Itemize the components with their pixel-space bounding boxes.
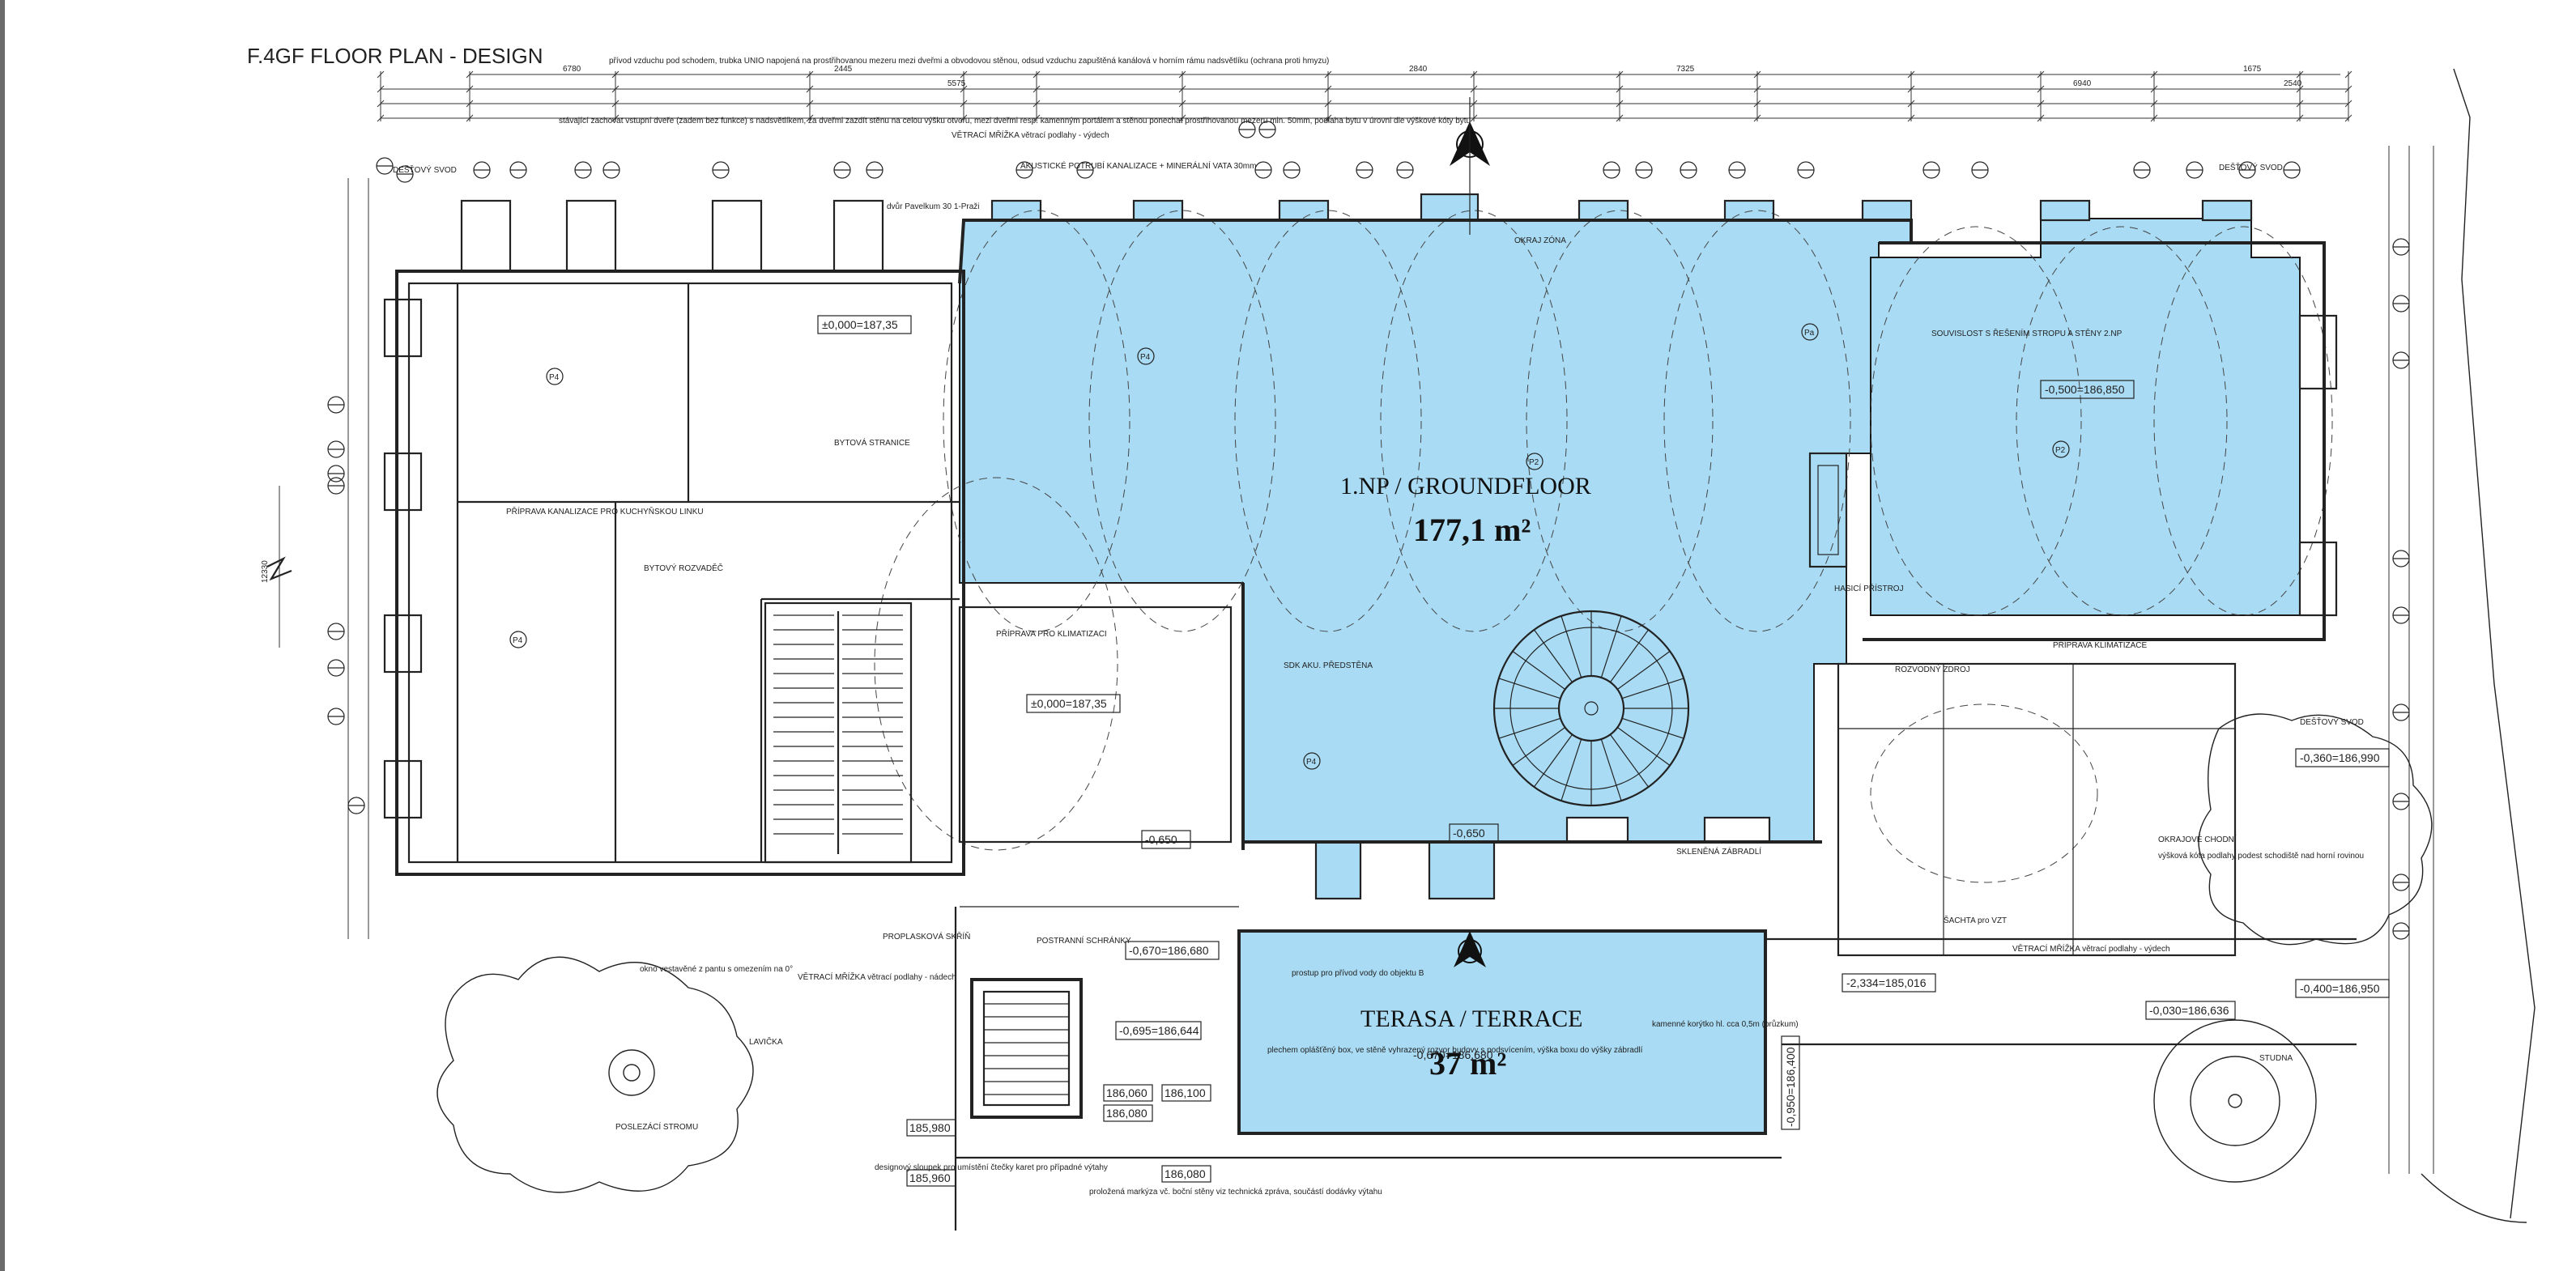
note: ROZVODNÝ ZDROJ bbox=[1895, 664, 1970, 674]
note: PŘÍPRAVA KANALIZACE PRO KUCHYŇSKOU LINKU bbox=[506, 506, 704, 516]
dim-label: 5575 bbox=[947, 79, 966, 88]
note: okno vestavěné z pantu s omezením na 0° bbox=[640, 965, 793, 974]
terrace-fill bbox=[1238, 930, 1766, 1134]
note: výšková kóta podlahy podest schodiště na… bbox=[2158, 852, 2364, 861]
note: OKRAJ ZÓNA bbox=[1514, 235, 1566, 245]
level-label: 186,080 bbox=[1106, 1107, 1147, 1120]
level-label: -0,400=186,950 bbox=[2300, 982, 2380, 995]
note: PŘÍPRAVA PRO KLIMATIZACI bbox=[996, 628, 1107, 639]
note: DEŠŤOVÝ SVOD bbox=[2219, 162, 2283, 172]
note: VĚTRACÍ MŘÍŽKA větrací podlahy - výdech bbox=[952, 130, 1109, 140]
dim-label: 6940 bbox=[2073, 79, 2092, 88]
top-dimension-lines: 6780 2445 5575 2840 7325 6940 1675 2540 bbox=[377, 65, 2352, 122]
note: DEŠŤOVÝ SVOD bbox=[393, 164, 457, 175]
dim-label: 2540 bbox=[2284, 79, 2302, 88]
zone-marker: P2 bbox=[2055, 446, 2066, 455]
spiral-staircase bbox=[1492, 610, 1690, 807]
level-label: ±0,000=187,35 bbox=[1031, 697, 1107, 710]
east-wing-fill bbox=[1870, 200, 2301, 616]
note: VĚTRACÍ MŘÍŽKA větrací podlahy - výdech bbox=[2012, 943, 2170, 954]
level-label: -0,650 bbox=[1453, 827, 1485, 840]
dim-label: 2840 bbox=[1409, 65, 1428, 74]
note: VĚTRACÍ MŘÍŽKA větrací podlahy - nádech bbox=[798, 971, 956, 982]
level-label: 186,080 bbox=[1165, 1167, 1206, 1180]
right-dimension-lines bbox=[2388, 146, 2434, 1174]
level-label: -0,670=186,680 bbox=[1129, 944, 1209, 957]
note: SOUVISLOST S ŘEŠENÍM STROPU A STĚNY 2.NP bbox=[1931, 328, 2123, 338]
groundfloor-name: 1.NP / GROUNDFLOOR bbox=[1340, 473, 1591, 499]
groundfloor-area: 177,1 m² bbox=[1413, 512, 1531, 548]
level-label: ±0,000=187,35 bbox=[822, 318, 898, 331]
note: BYTOVÁ STRANICE bbox=[834, 437, 910, 448]
dim-label: 7325 bbox=[1676, 65, 1695, 74]
level-label: 185,960 bbox=[909, 1171, 951, 1184]
note: AKUSTICKÉ POTRUBÍ KANALIZACE + MINERÁLNÍ… bbox=[1020, 160, 1256, 171]
level-boxes: ±0,000=187,35 ±0,000=187,35 -0,500=186,8… bbox=[817, 315, 2390, 1187]
level-label: -0,650 bbox=[1145, 833, 1177, 846]
zone-markers: P4 P4 P2 P2 P4 P4 Pa bbox=[509, 323, 2070, 770]
dim-label: 6780 bbox=[563, 65, 581, 74]
note: STUDNA bbox=[2259, 1054, 2293, 1063]
note: přívod vzduchu pod schodem, trubka UNIO … bbox=[609, 57, 1329, 66]
grid-bubbles bbox=[327, 121, 2410, 940]
level-label: 186,100 bbox=[1165, 1086, 1206, 1099]
break-symbol bbox=[266, 556, 292, 581]
room-labels: 1.NP / GROUNDFLOOR 177,1 m² TERASA / TER… bbox=[1340, 473, 1591, 1082]
note: POSTRANNÍ SCHRÁNKY bbox=[1037, 935, 1131, 946]
note: OKRAJOVÉ CHODNÍ bbox=[2158, 834, 2237, 844]
dim-label: 1675 bbox=[2243, 65, 2262, 74]
terrace-name: TERASA / TERRACE bbox=[1360, 1005, 1582, 1032]
note: PROPLASKOVÁ SKŘÍŇ bbox=[883, 931, 970, 942]
note: prostup pro přívod vody do objektu B bbox=[1292, 969, 1424, 978]
note: SKLENĚNÁ ZÁBRADLÍ bbox=[1676, 846, 1761, 857]
level-label: -0,360=186,990 bbox=[2300, 751, 2380, 764]
level-label: -0,695=186,644 bbox=[1119, 1024, 1199, 1037]
plan-title: F.4GF FLOOR PLAN - DESIGN bbox=[247, 44, 543, 68]
left-dimension-lines: 12330 bbox=[261, 178, 369, 939]
note: HASICÍ PŘÍSTROJ bbox=[1834, 583, 1904, 593]
note: stávající zachovat vstupní dveře (zadem … bbox=[559, 117, 1471, 125]
zone-marker: P2 bbox=[1529, 458, 1539, 467]
walls bbox=[383, 193, 2357, 1231]
level-label: 185,980 bbox=[909, 1121, 951, 1134]
note: POSLEZÁCÍ STROMU bbox=[615, 1121, 698, 1132]
level-label: -2,334=185,016 bbox=[1846, 976, 1927, 989]
zone-marker: P4 bbox=[1306, 758, 1317, 767]
level-label: -0,670=186,680 bbox=[1413, 1048, 1493, 1061]
level-label: 186,060 bbox=[1106, 1086, 1147, 1099]
level-label: -0,030=186,636 bbox=[2149, 1004, 2229, 1017]
note: designový sloupek pro umístění čtečky ka… bbox=[875, 1163, 1108, 1172]
note: BYTOVÝ ROZVADĚČ bbox=[644, 563, 723, 573]
note: kamenné korýtko hl. cca 0,5m (průzkum) bbox=[1652, 1019, 1799, 1029]
groundfloor-area bbox=[959, 193, 2301, 1134]
note: plechem oplášťěný box, ve stěně vyhrazen… bbox=[1267, 1046, 1643, 1055]
zone-marker: P4 bbox=[549, 373, 560, 382]
landscape bbox=[436, 68, 2536, 1223]
note: PŘÍPRAVA KLIMATIZACE bbox=[2053, 640, 2147, 650]
note: SDK AKU. PŘEDSTĚNA bbox=[1284, 660, 1373, 670]
note: LAVIČKA bbox=[749, 1036, 783, 1047]
vault-arcs bbox=[874, 210, 2333, 883]
north-arrow-icon bbox=[1450, 97, 1490, 235]
zone-marker: P4 bbox=[513, 636, 523, 645]
annotations: přívod vzduchu pod schodem, trubka UNIO … bbox=[393, 57, 2364, 1197]
note: ŠACHTA pro VZT bbox=[1944, 915, 2007, 925]
dim-label: 12330 bbox=[261, 560, 270, 583]
dim-label: 2445 bbox=[834, 65, 853, 74]
north-arrow-icon bbox=[1454, 931, 1486, 967]
level-label: -0,950=186,400 bbox=[1784, 1047, 1797, 1127]
zone-marker: Pa bbox=[1804, 329, 1815, 338]
note: DEŠŤOVÝ SVOD bbox=[2300, 716, 2364, 727]
note: dvůr Pavelkum 30 1-Praži bbox=[887, 202, 980, 211]
note: proložená markýza vč. boční stěny viz te… bbox=[1089, 1188, 1382, 1197]
page-edge bbox=[0, 0, 5, 1271]
level-label: -0,500=186,850 bbox=[2045, 383, 2125, 396]
zone-marker: P4 bbox=[1140, 353, 1151, 362]
terrace-area: 37 m² bbox=[1429, 1045, 1506, 1082]
